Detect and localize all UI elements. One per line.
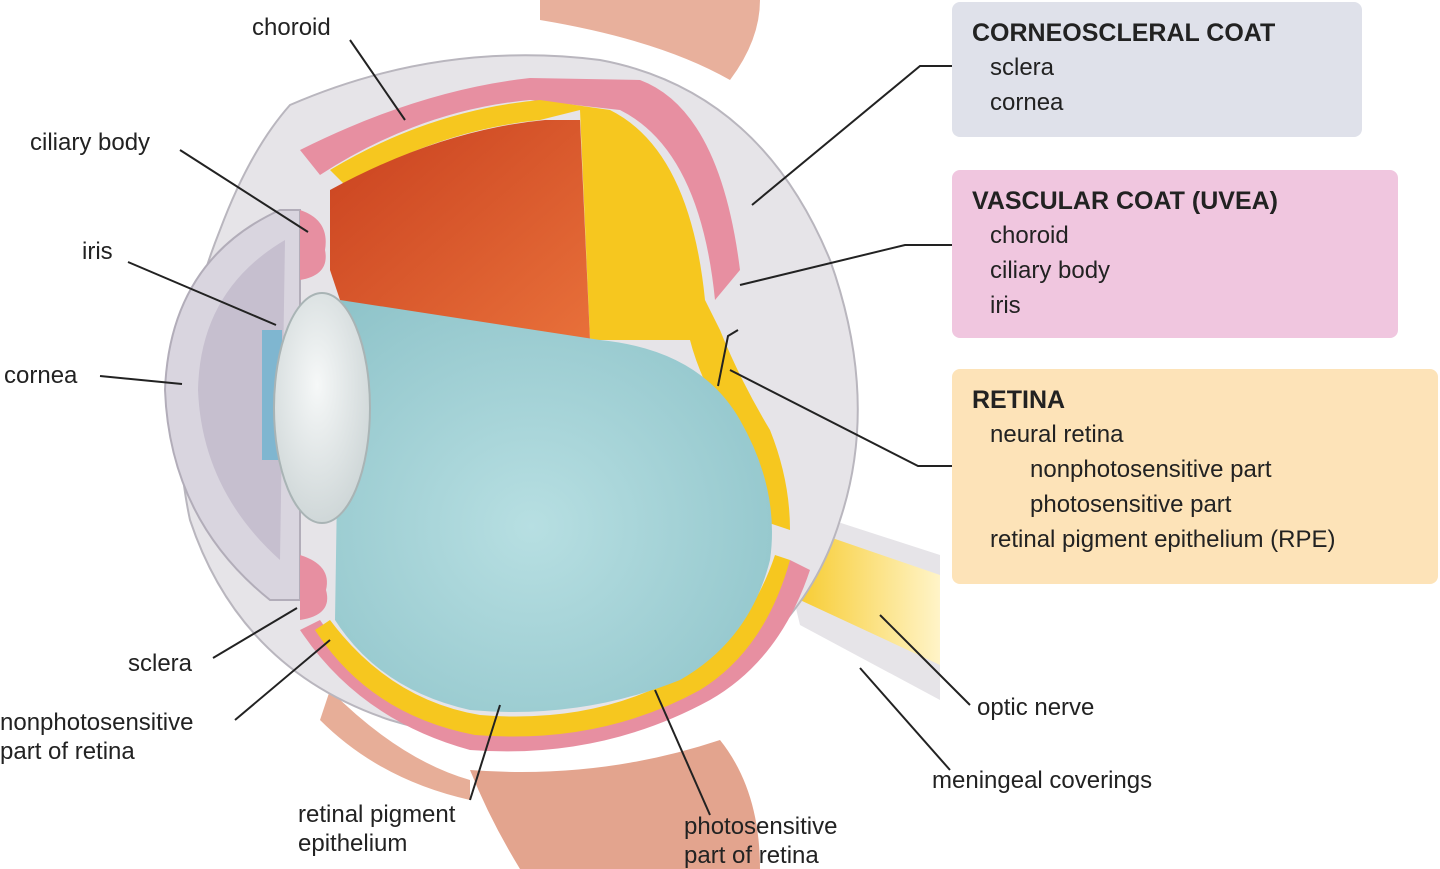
label-iris: iris: [82, 238, 113, 265]
label-sclera: sclera: [128, 650, 193, 677]
legend-retina-rpe: retinal pigment epithelium (RPE): [990, 526, 1336, 553]
label-retinal-pigment-epithelium: retinal pigment epithelium: [298, 800, 455, 858]
retina-lower: [315, 555, 790, 737]
label-rpe-line2: epithelium: [298, 830, 408, 857]
vitreous-shape: [335, 300, 772, 712]
choroid-lower: [300, 560, 810, 752]
label-cornea: cornea: [4, 362, 78, 389]
legend-retina: RETINA neural retina nonphotosensitive p…: [952, 369, 1438, 584]
legend-corneoscleral-coat: CORNEOSCLERAL COAT sclera cornea: [952, 2, 1362, 137]
legend-retina-photosensitive: photosensitive part: [1030, 491, 1232, 518]
label-photo-line1: photosensitive: [684, 813, 838, 840]
legend-corneoscleral-item-sclera: sclera: [990, 54, 1055, 81]
legend-retina-title: RETINA: [972, 386, 1066, 414]
legend-vascular-title: VASCULAR COAT (UVEA): [972, 187, 1279, 215]
label-photosensitive-part: photosensitive part of retina: [684, 812, 837, 869]
label-meningeal-coverings: meningeal coverings: [932, 767, 1153, 794]
legend-vascular-item-ciliary-body: ciliary body: [990, 257, 1111, 284]
leader-lines: [99, 39, 971, 816]
label-nonphoto-line1: nonphotosensitive: [0, 709, 194, 736]
label-optic-nerve: optic nerve: [977, 694, 1095, 721]
label-nonphotosensitive-part: nonphotosensitive part of retina: [0, 708, 193, 766]
muscle-bottom: [470, 740, 760, 869]
lens-shape: [273, 292, 371, 524]
muscle-top: [540, 0, 760, 80]
muscle-left-bottom: [320, 690, 470, 800]
retina-shape: [330, 100, 790, 530]
label-photo-line2: part of retina: [684, 842, 819, 869]
label-rpe-line1: retinal pigment: [298, 801, 456, 828]
ciliary-top: [300, 210, 326, 280]
legend-corneoscleral-title: CORNEOSCLERAL COAT: [972, 19, 1276, 47]
ciliary-bottom: [300, 555, 328, 620]
legend-vascular-item-iris: iris: [990, 292, 1021, 319]
label-ciliary-body: ciliary body: [30, 129, 151, 156]
label-nonphoto-line2: part of retina: [0, 738, 135, 765]
label-choroid: choroid: [252, 14, 331, 41]
interior-shape: [330, 120, 590, 340]
legend-retina-nonphotosensitive: nonphotosensitive part: [1030, 456, 1272, 483]
legend-corneoscleral-item-cornea: cornea: [990, 89, 1064, 116]
legend-vascular-item-choroid: choroid: [990, 222, 1069, 249]
legend-retina-neural: neural retina: [990, 421, 1124, 448]
legend-vascular-coat: VASCULAR COAT (UVEA) choroid ciliary bod…: [952, 170, 1398, 338]
